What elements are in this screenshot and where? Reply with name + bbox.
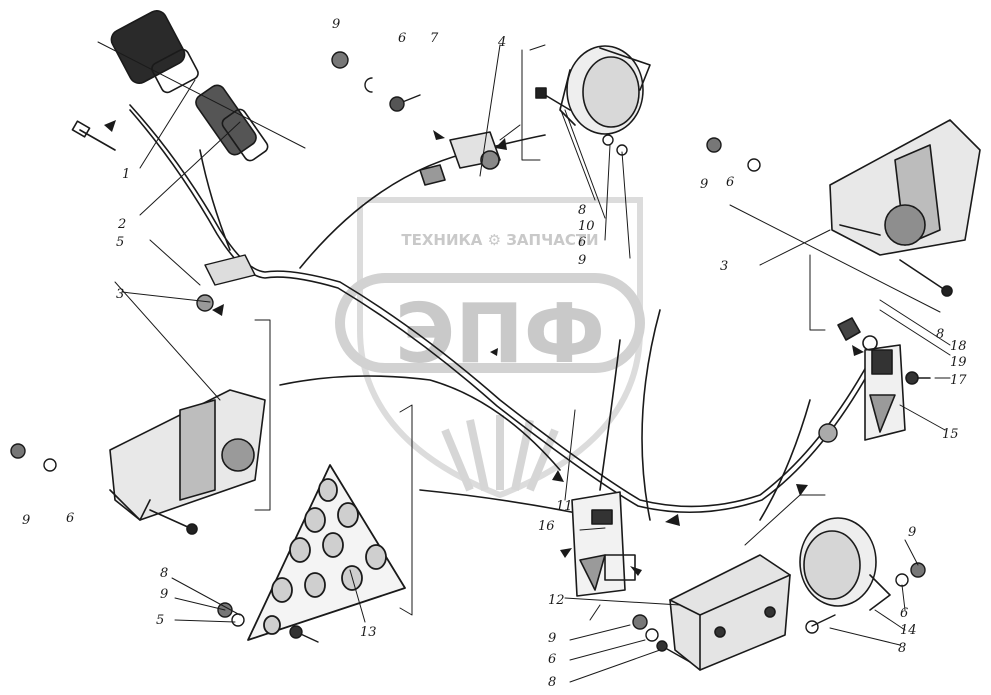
callout-16: 16 — [538, 519, 555, 534]
callout-1: 1 — [122, 167, 130, 182]
callout-9-top: 9 — [332, 17, 340, 32]
callout-11: 11 — [556, 499, 573, 514]
callout-17: 17 — [950, 373, 967, 388]
right-rear-lamp — [829, 119, 981, 297]
callout-9-left-bottom: 9 — [160, 587, 168, 602]
callout-6-bottom: 6 — [548, 652, 556, 667]
callout-4: 4 — [497, 35, 506, 50]
callout-15: 15 — [942, 427, 959, 442]
callout-2: 2 — [117, 217, 126, 232]
arrow-icon — [665, 514, 680, 526]
plug-socket-assembly — [71, 10, 269, 162]
arrow-icon — [552, 470, 564, 482]
callout-3-left: 3 — [116, 287, 124, 302]
watermark: ТЕХНИКА ⚙ ЗАПЧАСТИ ЭПФ — [335, 197, 645, 499]
callout-6-right: 6 — [726, 175, 734, 190]
callout-8-left: 8 — [160, 566, 168, 581]
arrow-icon — [796, 484, 808, 496]
callout-5-top: 5 — [116, 235, 124, 250]
arrow-icon — [490, 348, 498, 356]
callout-8-bottom-right: 8 — [898, 641, 906, 656]
callout-8-bottom: 8 — [548, 675, 556, 690]
callout-13: 13 — [360, 625, 377, 640]
watermark-logo-text: ЭПФ — [395, 287, 605, 382]
callout-8-center: 8 — [578, 203, 586, 218]
left-rear-lamp — [109, 389, 266, 535]
box-lamp-12 — [669, 554, 791, 671]
mounting-plate-16 — [571, 491, 636, 597]
callout-10: 10 — [578, 219, 595, 234]
callout-3-right: 3 — [720, 259, 728, 274]
watermark-wheat-icon — [441, 415, 559, 492]
arrow-icon — [433, 130, 445, 140]
arrow-icon — [560, 548, 572, 558]
arrow-icon — [630, 566, 642, 576]
round-lamp-top — [535, 45, 651, 135]
callout-6-bottom-right: 6 — [900, 606, 908, 621]
bracket-part-4 — [419, 131, 501, 186]
callout-6-left: 6 — [66, 511, 74, 526]
callout-9-left: 9 — [22, 513, 30, 528]
callout-9-right: 9 — [700, 177, 708, 192]
callout-18: 18 — [950, 339, 967, 354]
callout-6-center: 6 — [578, 235, 586, 250]
triangle-reflector — [247, 464, 406, 641]
callout-9-bottom: 9 — [548, 631, 556, 646]
callout-12: 12 — [548, 593, 565, 608]
callout-5-bottom: 5 — [156, 613, 164, 628]
hardware-fasteners — [10, 51, 926, 663]
callout-6-top: 6 — [398, 31, 406, 46]
arrow-icon — [852, 345, 864, 356]
direction-arrows — [104, 120, 864, 576]
callout-labels: 1 2 3 3 4 5 5 6 6 6 6 6 6 7 8 8 8 8 8 9 … — [22, 17, 967, 690]
mounting-plate-15 — [837, 317, 931, 441]
arrow-icon — [104, 120, 116, 132]
watermark-company-text: ТЕХНИКА ⚙ ЗАПЧАСТИ — [401, 231, 598, 249]
callout-7: 7 — [430, 31, 439, 46]
callout-9-bottom-right: 9 — [908, 525, 916, 540]
callout-14: 14 — [900, 623, 917, 638]
arrow-icon — [212, 304, 224, 316]
arrow-icon — [495, 138, 507, 150]
callout-8-right: 8 — [936, 327, 944, 342]
round-lamp-14 — [799, 517, 891, 611]
callout-9-center: 9 — [578, 253, 586, 268]
callout-19: 19 — [950, 355, 967, 370]
